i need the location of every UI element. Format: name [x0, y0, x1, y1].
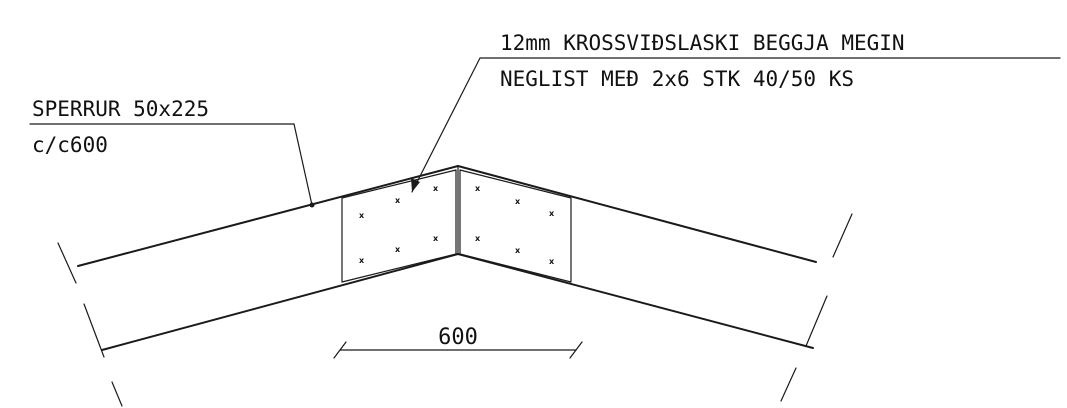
leader-arrowhead — [411, 178, 420, 192]
right-rafter-bottom-edge — [457, 253, 814, 349]
dimension-600: 600 — [333, 325, 583, 359]
splice-plate-right-half — [459, 169, 572, 283]
nail-mark: x — [515, 197, 521, 206]
nail-mark: x — [395, 196, 401, 205]
leader-line — [293, 123, 313, 206]
break-lines — [57, 213, 853, 407]
dimension-value: 600 — [438, 325, 478, 350]
left-rafter-top-edge — [77, 165, 459, 267]
nail-mark: x — [433, 234, 439, 243]
leader-dot — [309, 202, 315, 208]
break-line-left-lower — [83, 303, 105, 358]
break-line-left-upper — [57, 242, 77, 284]
leader-rafters: SPERRUR 50x225 c/c600 — [29, 97, 315, 208]
leader-splice-plate: 12mm KROSSVIÐSLASKI BEGGJA MEGIN NEGLIST… — [411, 31, 1061, 193]
break-line-right-lower — [805, 295, 828, 347]
dimension-tick-left — [333, 341, 347, 359]
splice-plate-label-line1: 12mm KROSSVIÐSLASKI BEGGJA MEGIN — [500, 31, 905, 55]
rafters — [77, 165, 817, 351]
rafter-label-line2: c/c600 — [32, 133, 108, 157]
rafter-label-line1: SPERRUR 50x225 — [32, 97, 209, 121]
nail-mark: x — [433, 184, 439, 193]
nail-mark: x — [549, 209, 555, 218]
splice-plate-label-line2: NEGLIST MEÐ 2x6 STK 40/50 KS — [500, 67, 854, 91]
nail-mark: x — [359, 256, 365, 265]
break-line-right-bottom — [780, 367, 797, 402]
nail-mark: x — [515, 246, 521, 255]
break-line-right-upper — [832, 213, 853, 258]
right-rafter-top-edge — [457, 165, 817, 263]
nail-mark: x — [475, 184, 481, 193]
nail-mark: x — [395, 245, 401, 254]
leader-line — [411, 57, 481, 193]
dimension-tick-right — [569, 341, 583, 359]
left-rafter-bottom-edge — [101, 253, 459, 351]
splice-plate-left-half — [341, 169, 457, 283]
nail-mark: x — [359, 211, 365, 220]
nail-marks: x x x x x x x x x x x x — [359, 184, 555, 266]
nail-mark: x — [549, 257, 555, 266]
nail-mark: x — [475, 234, 481, 243]
break-line-left-bottom — [111, 381, 123, 407]
